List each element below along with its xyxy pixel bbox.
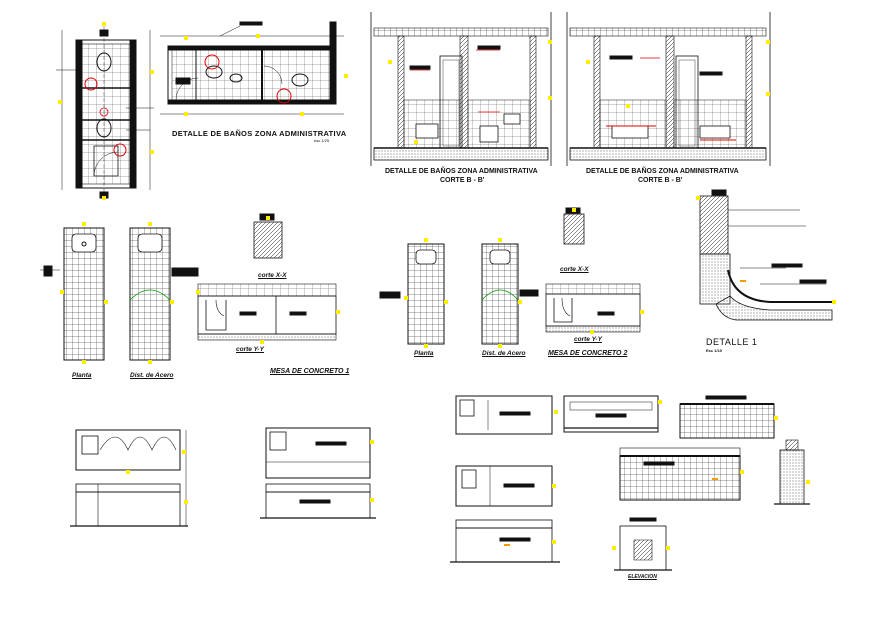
lower-left-elevations [70, 427, 376, 527]
mesa2-planta-label: Planta [414, 350, 434, 357]
mesa1-acero-label: Dist. de Acero [130, 372, 174, 379]
section-bb-2 [566, 12, 771, 166]
orange-accents [504, 280, 746, 546]
section-title-1: DETALLE DE BAÑOS ZONA ADMINISTRATIVA [385, 168, 538, 175]
mesa1-title: MESA DE CONCRETO 1 [270, 368, 350, 375]
mesa2-corte-xx-label: corte X-X [560, 266, 589, 273]
mesa1-corte-yy-label: corte Y-Y [236, 346, 264, 353]
plan-title: DETALLE DE BAÑOS ZONA ADMINISTRATIVA [172, 129, 347, 138]
detalle-scale: Esc 1/10 [706, 348, 723, 353]
mesa2-acero-label: Dist. de Acero [482, 350, 526, 357]
lower-right-elevations [450, 395, 810, 571]
section-sub-1: CORTE B - B' [440, 177, 485, 184]
bath-plan-vertical [56, 26, 154, 200]
section-sub-2: CORTE B - B' [638, 177, 683, 184]
plan-scale-note: esc 1/25 [314, 138, 330, 143]
section-bb-1 [370, 12, 552, 166]
mesa2-title: MESA DE CONCRETO 2 [548, 350, 628, 357]
detalle-title: DETALLE 1 [706, 337, 758, 347]
bath-plan-horizontal [160, 21, 344, 115]
mesa1-corte-xx-label: corte X-X [258, 272, 287, 279]
mesa2-views [379, 207, 641, 345]
mesa1-planta-label: Planta [72, 372, 92, 379]
node-markers [58, 22, 836, 550]
detalle-1 [699, 189, 833, 321]
mesa2-corte-yy-label: corte Y-Y [574, 336, 602, 343]
elevacion-title: ELEVACION [628, 574, 657, 580]
section-title-2: DETALLE DE BAÑOS ZONA ADMINISTRATIVA [586, 168, 739, 175]
mesa1-views [40, 213, 337, 361]
